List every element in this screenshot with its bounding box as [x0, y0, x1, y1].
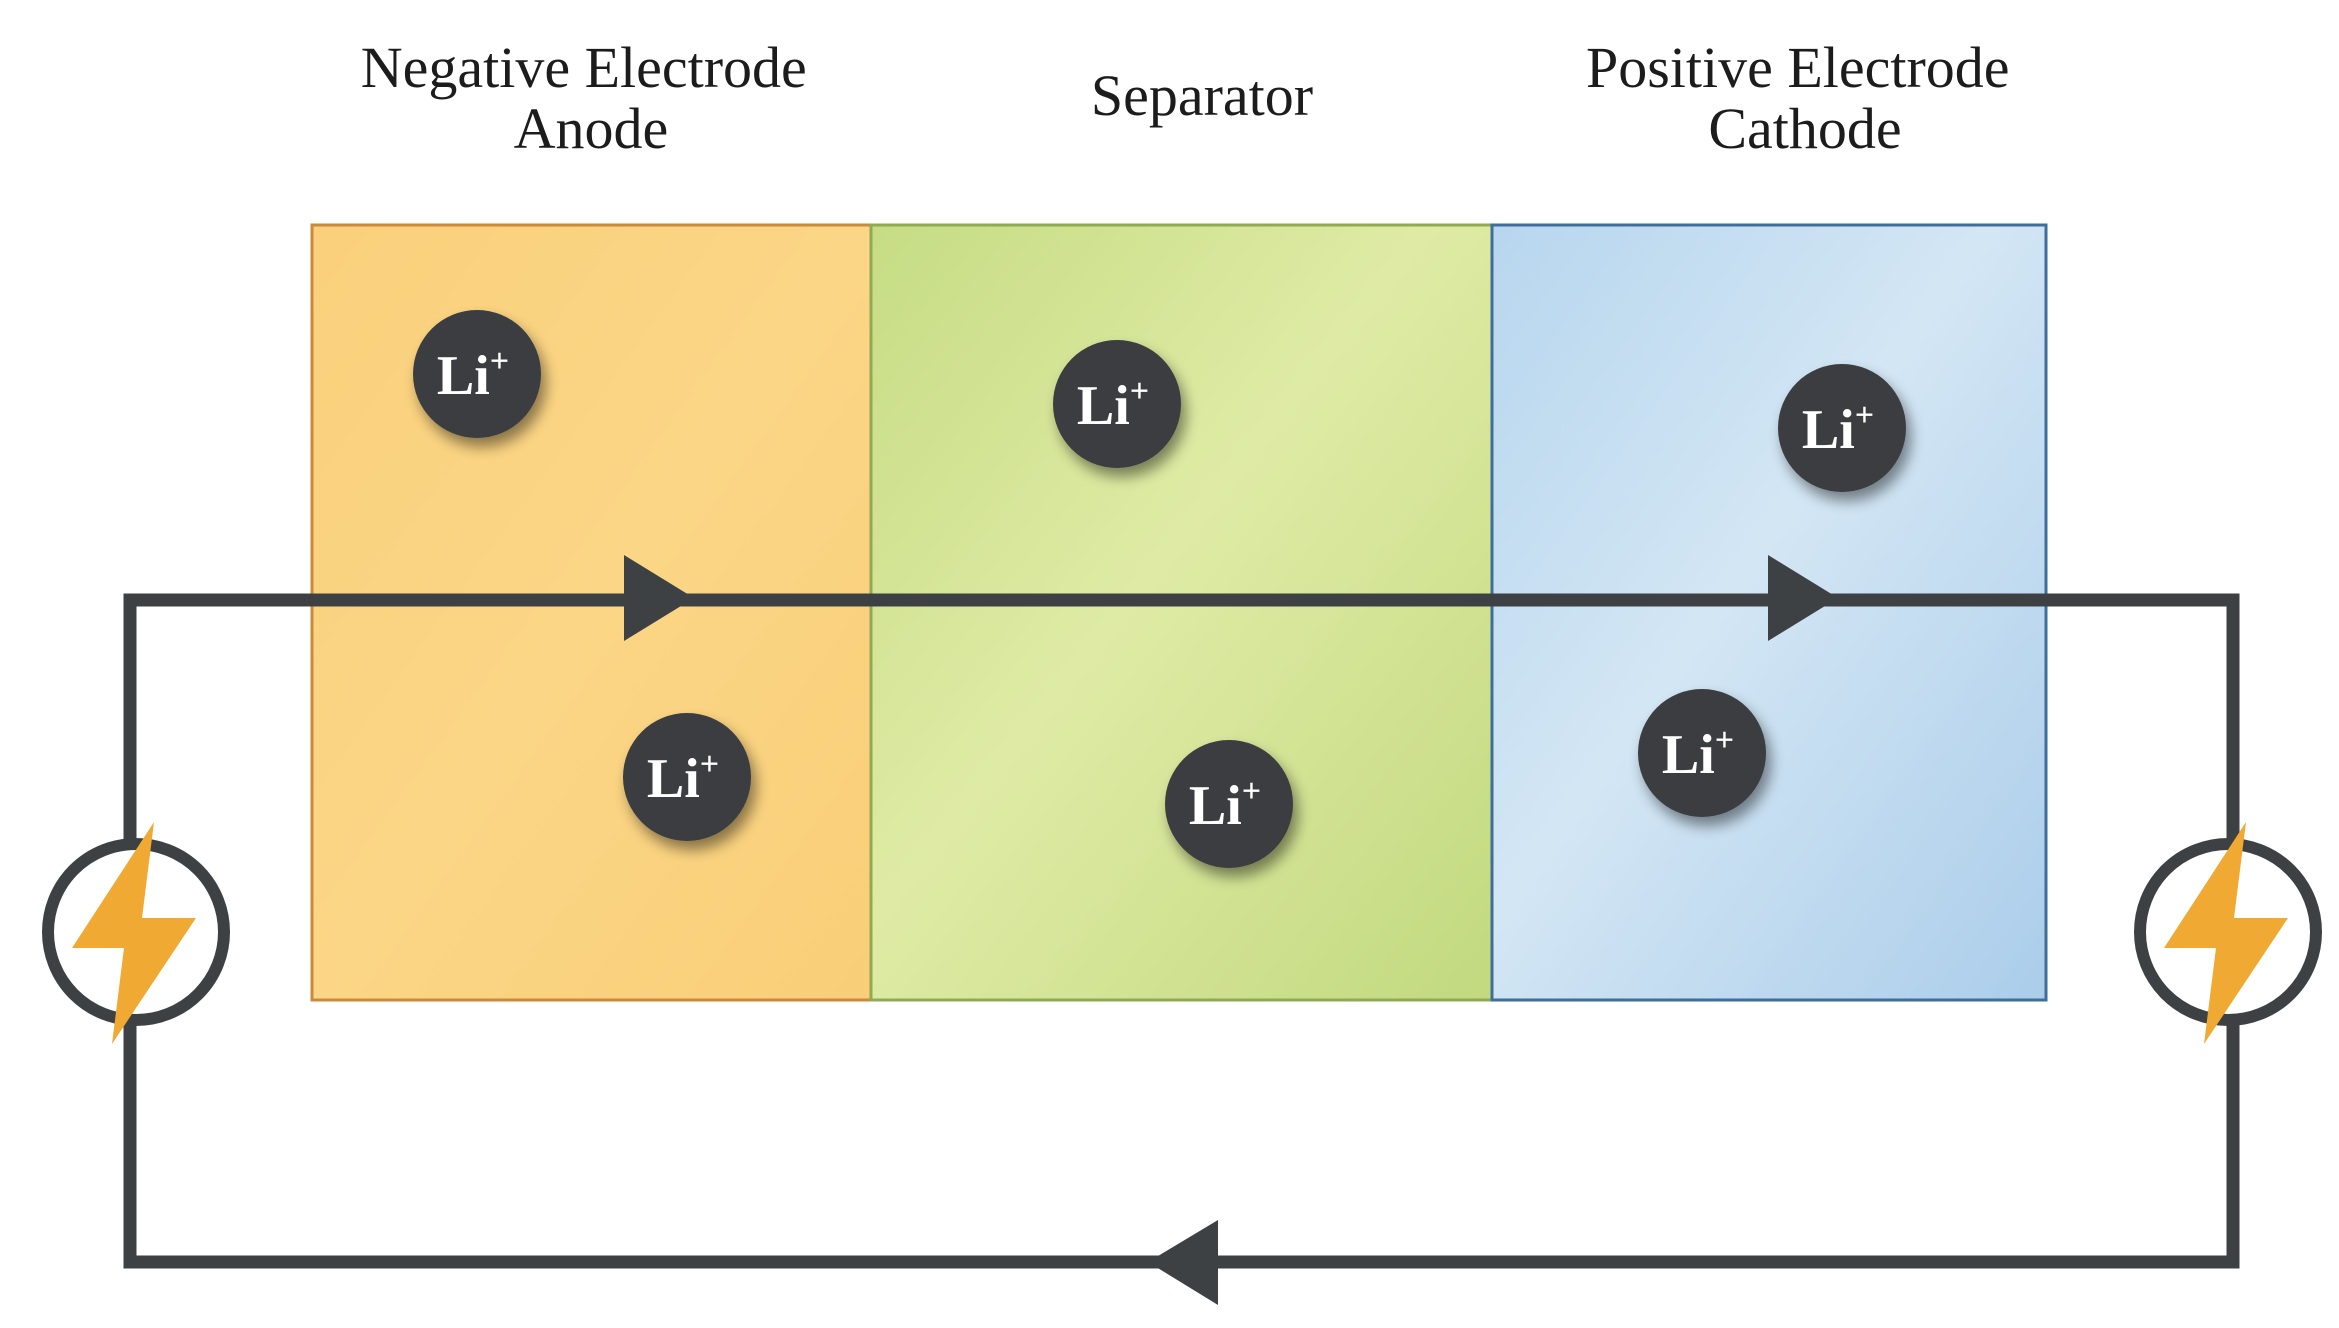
ion-label: Li+ [437, 343, 509, 407]
ion-circle [1638, 689, 1766, 817]
cathode-label: Positive Electrode Cathode [1586, 35, 2024, 161]
anode-label: Negative Electrode Anode [361, 35, 822, 161]
ion-symbol: Li [1077, 375, 1130, 437]
separator-label: Separator [1091, 63, 1313, 128]
ion-charge: + [700, 746, 719, 783]
lightning-bolt-icon [72, 822, 196, 1044]
anode-ions: Li+ Li+ [413, 310, 751, 841]
ion-circle [1053, 340, 1181, 468]
power-source-right [2134, 822, 2322, 1044]
ion-circle [413, 310, 541, 438]
ion-label: Li+ [1189, 773, 1261, 837]
electron-flow-arrow-right [1768, 555, 1838, 641]
anode-region [310, 223, 873, 1002]
ion-circle [623, 713, 751, 841]
anode-label-line-1: Negative Electrode [361, 35, 807, 100]
cathode-ions: Li+ Li+ [1638, 364, 1906, 817]
ion-symbol: Li [437, 345, 490, 407]
lithium-ion: Li+ [1778, 364, 1906, 492]
lightning-bolt-icon [2164, 822, 2288, 1044]
lithium-ion: Li+ [413, 310, 541, 438]
lithium-ion: Li+ [1053, 340, 1181, 468]
ion-charge: + [490, 343, 509, 380]
ion-charge: + [1855, 397, 1874, 434]
ion-charge: + [1130, 373, 1149, 410]
circuit-wire-bottom [123, 1000, 2240, 1269]
lithium-ion: Li+ [623, 713, 751, 841]
ion-circle [1778, 364, 1906, 492]
ion-label: Li+ [1662, 722, 1734, 786]
ion-label: Li+ [1802, 397, 1874, 461]
electron-flow-arrow-right [624, 555, 694, 641]
circuit-wire-top [123, 593, 2240, 870]
ion-symbol: Li [1189, 775, 1242, 837]
cathode-label-line-1: Positive Electrode [1586, 35, 2010, 100]
ion-symbol: Li [1662, 724, 1715, 786]
separator-ions: Li+ Li+ [1053, 340, 1293, 868]
ion-symbol: Li [647, 748, 700, 810]
lithium-ion: Li+ [1165, 740, 1293, 868]
ion-symbol: Li [1802, 399, 1855, 461]
ion-label: Li+ [1077, 373, 1149, 437]
anode-label-line-2: Anode [514, 96, 669, 161]
ion-label: Li+ [647, 746, 719, 810]
ion-circle [1165, 740, 1293, 868]
cathode-label-line-2: Cathode [1708, 96, 1901, 161]
separator-region [869, 223, 1494, 1002]
ion-charge: + [1242, 773, 1261, 810]
current-flow-arrow-left [1148, 1220, 1218, 1305]
ion-charge: + [1715, 722, 1734, 759]
power-source-left [42, 822, 230, 1044]
lithium-ion: Li+ [1638, 689, 1766, 817]
